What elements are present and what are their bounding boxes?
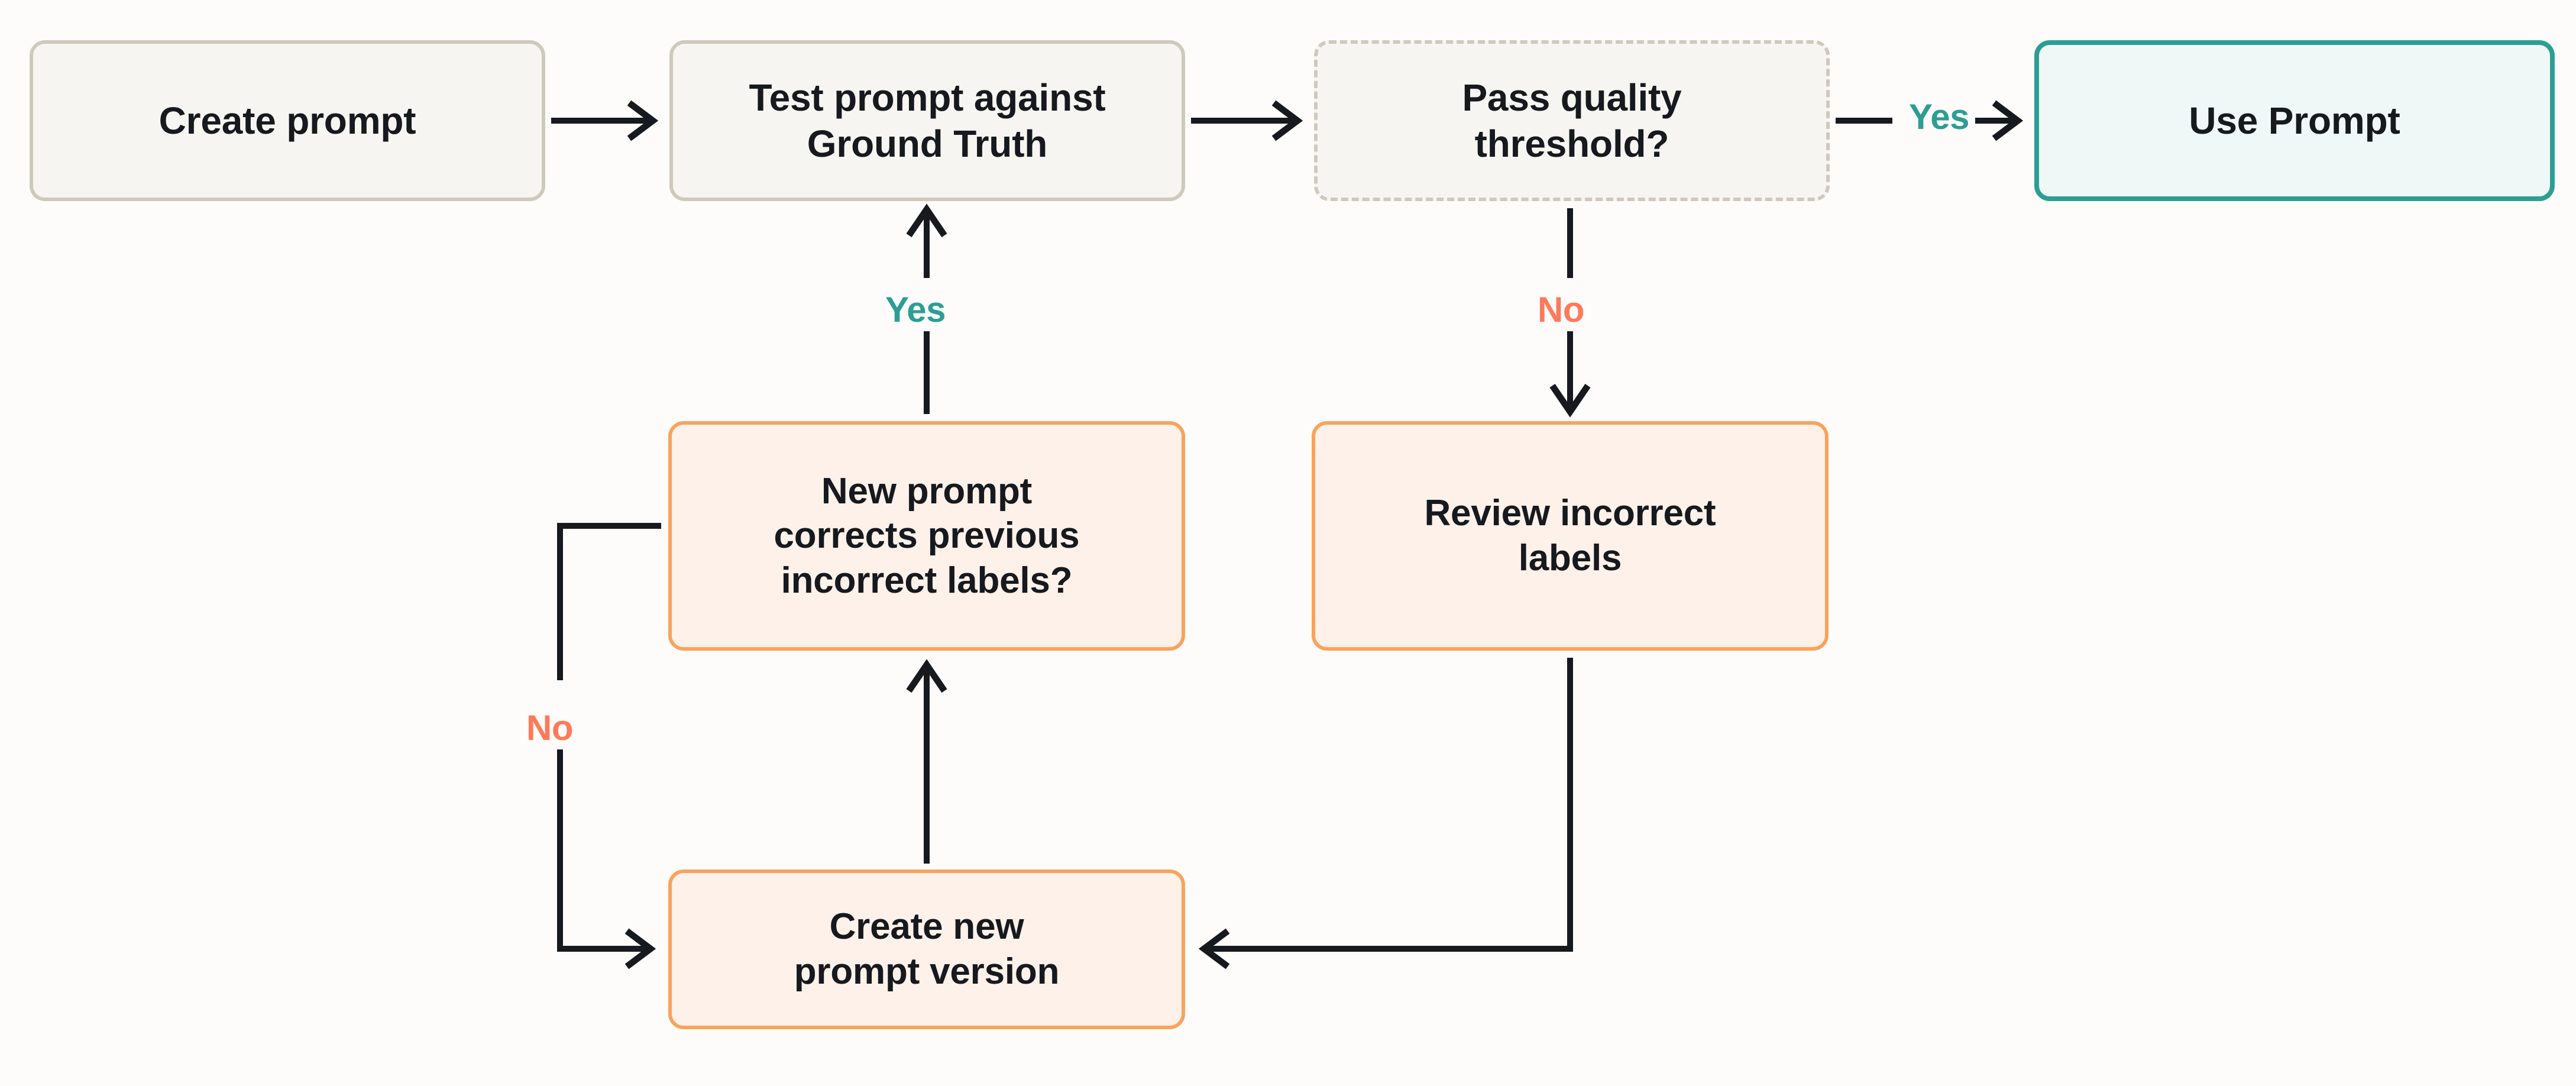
edge-pass-quality-no-to-review-labels <box>1549 208 1591 418</box>
edge-label-yes-retest-prompt: Yes <box>879 289 952 331</box>
node-new-prompt-corrects-previous-incorrect-labels[interactable]: New prompt corrects previous incorrect l… <box>668 421 1185 651</box>
node-pass-quality-threshold[interactable]: Pass quality threshold? <box>1314 40 1830 201</box>
edge-pass-quality-yes-to-use-prompt <box>1836 100 2024 141</box>
node-create-new-prompt-version[interactable]: Create new prompt version <box>668 870 1185 1029</box>
edge-label-yes-use-prompt: Yes <box>1903 96 1975 138</box>
edge-label-no-review-labels: No <box>1532 289 1590 331</box>
node-create-prompt[interactable]: Create prompt <box>30 40 545 201</box>
node-use-prompt[interactable]: Use Prompt <box>2034 40 2555 201</box>
edge-review-labels-to-create-version <box>1198 658 1573 969</box>
edge-label-no-create-new-version: No <box>520 707 579 749</box>
edge-test-prompt-to-pass-quality <box>1191 100 1303 141</box>
edge-new-corrects-no-to-create-version <box>557 523 661 969</box>
node-test-prompt-against-ground-truth[interactable]: Test prompt against Ground Truth <box>669 40 1185 201</box>
edge-create-prompt-to-test-prompt <box>551 100 659 141</box>
node-review-incorrect-labels[interactable]: Review incorrect labels <box>1312 421 1829 651</box>
edge-create-version-to-new-corrects <box>906 659 947 864</box>
edge-new-corrects-yes-to-test-prompt <box>906 203 947 414</box>
